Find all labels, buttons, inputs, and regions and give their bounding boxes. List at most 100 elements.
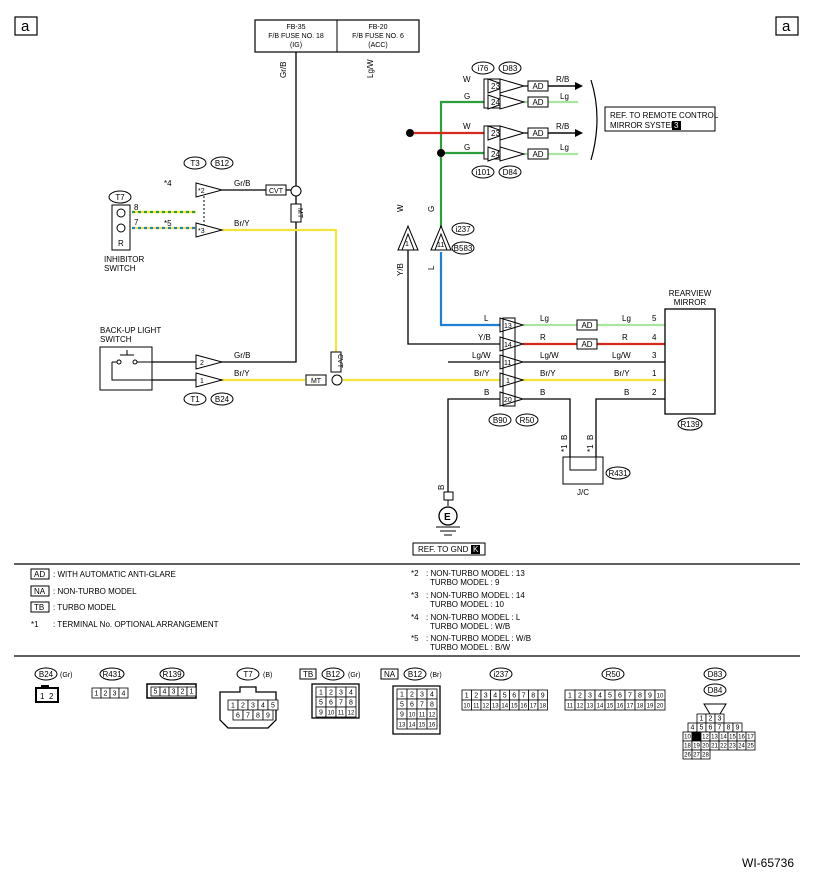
- svg-text:23: 23: [491, 82, 500, 91]
- svg-text:B12: B12: [326, 670, 341, 679]
- svg-text:1: 1: [506, 378, 510, 385]
- legend: AD : WITH AUTOMATIC ANTI-GLARE NA : NON-…: [30, 568, 531, 652]
- svg-text:1: 1: [200, 378, 204, 385]
- svg-text:D83: D83: [708, 670, 723, 679]
- i237-pin-label: 18: [539, 704, 546, 710]
- svg-text:AD: AD: [34, 570, 45, 579]
- svg-text:4: 4: [652, 333, 657, 342]
- d83-pin-label: 22: [720, 744, 727, 750]
- svg-text:TURBO MODEL : W/B: TURBO MODEL : W/B: [430, 622, 510, 631]
- svg-text:B24: B24: [39, 670, 54, 679]
- svg-text:1: 1: [652, 369, 657, 378]
- i237-pin-label: 14: [501, 704, 508, 710]
- i237-pin-label: 10: [463, 704, 470, 710]
- b12na-pin-label: 16: [429, 723, 436, 729]
- r50-pin-label: 19: [647, 704, 654, 710]
- b12tb-pin-label: 3: [339, 690, 343, 697]
- t7-pin-label: 5: [271, 703, 275, 710]
- svg-text:*5: *5: [411, 634, 419, 643]
- svg-text:MT: MT: [296, 208, 303, 219]
- svg-text:R/B: R/B: [556, 122, 569, 131]
- svg-text:Br/Y: Br/Y: [234, 369, 250, 378]
- r431-pin-cell: [118, 687, 129, 699]
- svg-text:(Gr): (Gr): [348, 672, 360, 679]
- diagram-code: WI-65736: [742, 856, 794, 870]
- svg-text:R431: R431: [608, 469, 628, 478]
- r50-pin-label: 12: [577, 704, 584, 710]
- svg-text:(Gr): (Gr): [60, 672, 72, 679]
- ref-remote-control: REF. TO REMOTE CONTROL MIRROR SYSTEM 3: [604, 106, 719, 132]
- d83-pin-label: 15: [729, 735, 736, 741]
- connector-t1-b24: 2 1 T1 B24 Gr/B Br/Y: [183, 351, 250, 406]
- b12tb-pin-label: 8: [349, 700, 353, 707]
- d83-pin-label: 4: [691, 725, 695, 732]
- svg-text:AD: AD: [532, 129, 543, 138]
- r139-pin-label: 2: [181, 689, 185, 696]
- svg-text:G: G: [427, 206, 436, 212]
- svg-text:Gr/B: Gr/B: [234, 351, 250, 360]
- b12na-pin-label: 4: [430, 692, 434, 699]
- r50-pin-label: 11: [567, 704, 574, 710]
- ground: B E REF. TO GND K: [412, 485, 486, 556]
- connector-t3-b12: T3 B12 *2 *3 *4 *5 Gr/B Br/Y: [164, 156, 250, 238]
- svg-text:Br/Y: Br/Y: [614, 369, 630, 378]
- b12tb-pin-label: 2: [329, 690, 333, 697]
- rearview-mirror: REARVIEW MIRROR R139: [664, 289, 716, 431]
- d83-pin-label: 5: [700, 725, 704, 732]
- svg-text:Lg/W: Lg/W: [472, 351, 491, 360]
- svg-text:*2: *2: [411, 569, 419, 578]
- fuse-fb35-line2: F/B FUSE NO. 18: [268, 33, 324, 40]
- b12tb-pin-label: 9: [319, 710, 323, 717]
- svg-text:Lg: Lg: [622, 314, 631, 323]
- svg-text:R50: R50: [606, 670, 621, 679]
- wire-labels-mid: L Y/B Lg/W Br/Y B Lg R Lg/W Br/Y B Lg R …: [472, 314, 657, 397]
- svg-text:Y/B: Y/B: [478, 333, 491, 342]
- svg-text:D84: D84: [503, 168, 518, 177]
- fuse-fb35-line1: FB-35: [286, 24, 305, 31]
- svg-text:R431: R431: [102, 670, 122, 679]
- i237-pin-label: 15: [511, 704, 518, 710]
- svg-text:*2: *2: [198, 188, 205, 195]
- svg-text:i101: i101: [475, 168, 491, 177]
- svg-text:R50: R50: [520, 416, 535, 425]
- r50-pin-label: 13: [587, 704, 594, 710]
- svg-text:B: B: [560, 435, 569, 440]
- d83-pin-cell: [745, 740, 756, 751]
- svg-text:*3: *3: [198, 228, 205, 235]
- svg-text:Lg: Lg: [560, 143, 569, 152]
- svg-text:Gr/B: Gr/B: [234, 179, 250, 188]
- fuse-fb35-line3: (IG): [290, 42, 302, 49]
- svg-text:TURBO MODEL : B/W: TURBO MODEL : B/W: [430, 643, 511, 652]
- svg-text:CVT: CVT: [336, 354, 343, 369]
- r50-pin-label: 18: [637, 704, 644, 710]
- b12na-pin-label: 10: [409, 713, 416, 719]
- svg-text:T7: T7: [115, 193, 125, 202]
- svg-text:i237: i237: [493, 670, 509, 679]
- svg-text:AD: AD: [532, 98, 543, 107]
- svg-text:2: 2: [49, 692, 54, 701]
- b12na-pin-cell: [426, 718, 438, 730]
- d83-pin-label: 12: [702, 735, 709, 741]
- svg-text:R/B: R/B: [556, 75, 569, 84]
- cvt-mt-upper: CVT MT: [265, 184, 303, 223]
- svg-text:W: W: [463, 122, 471, 131]
- svg-text:T1: T1: [190, 395, 200, 404]
- r50-pin-label: 20: [657, 704, 664, 710]
- r139-pin-label: 4: [163, 689, 167, 696]
- svg-text:CVT: CVT: [269, 188, 284, 195]
- i237-pin-label: 2: [474, 693, 478, 700]
- wires-colored: [132, 100, 665, 382]
- i237-pin-label: 17: [530, 704, 537, 710]
- b12tb-pin-label: 10: [328, 711, 335, 717]
- svg-text:a: a: [21, 18, 30, 35]
- svg-text:Lg: Lg: [540, 314, 549, 323]
- r139-pin-label: 3: [172, 689, 176, 696]
- svg-text:G: G: [464, 143, 470, 152]
- i237-pin-label: 3: [484, 693, 488, 700]
- svg-text:: TERMINAL No. OPTIONAL ARRANG: : TERMINAL No. OPTIONAL ARRANGEMENT: [53, 620, 219, 629]
- d83-pin-label: 3: [718, 716, 722, 723]
- d83-pin-cell: [700, 749, 711, 760]
- svg-text:TB: TB: [34, 603, 44, 612]
